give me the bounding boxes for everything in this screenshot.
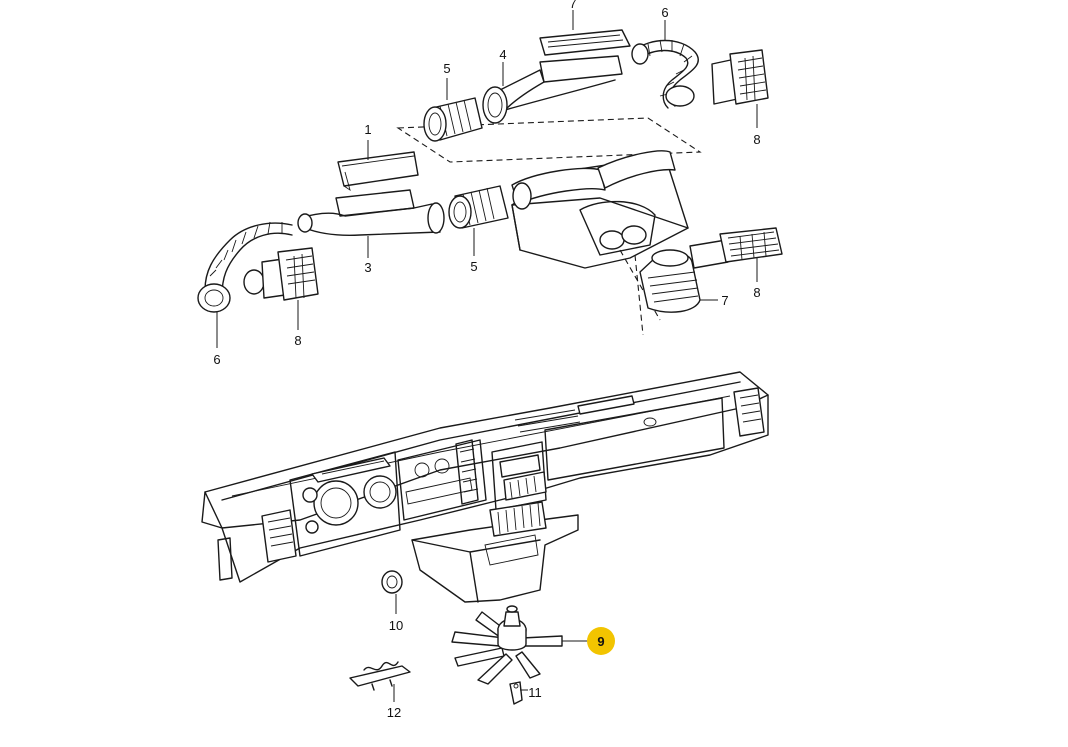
callout-3: 3 bbox=[364, 260, 371, 275]
bellows-lower-part-5 bbox=[448, 185, 509, 229]
dash-vent-right bbox=[733, 387, 765, 437]
dash-vent-left bbox=[261, 509, 297, 563]
callout-1: 1 bbox=[364, 122, 371, 137]
callout-11: 11 bbox=[528, 685, 542, 700]
speaker-grille bbox=[514, 409, 581, 433]
callout-6-left: 6 bbox=[213, 352, 220, 367]
callout-7-top: 7 bbox=[569, 0, 576, 11]
vent-lower-right-part-8 bbox=[689, 227, 783, 269]
callout-10: 10 bbox=[389, 618, 403, 633]
heater-box-top bbox=[511, 150, 689, 269]
grommet-part-10 bbox=[381, 570, 403, 594]
bellows-part-7 bbox=[639, 249, 701, 313]
callout-5-upper: 5 bbox=[443, 61, 450, 76]
bellows-upper-part-5 bbox=[423, 97, 483, 142]
resistor-part-12 bbox=[349, 661, 411, 691]
vent-left-part-8 bbox=[261, 247, 319, 301]
highlight-marker[interactable] bbox=[587, 627, 615, 655]
dashboard bbox=[201, 371, 769, 603]
right-lower-assembly bbox=[639, 227, 783, 313]
dashed-outline-upper bbox=[396, 117, 702, 163]
clip-part-11 bbox=[509, 681, 523, 705]
heater-box-lower bbox=[411, 501, 579, 603]
callout-9-highlighted[interactable]: 9 bbox=[597, 634, 604, 649]
hose-left-part-6 bbox=[197, 221, 293, 313]
callout-8-upper-right: 8 bbox=[753, 132, 760, 147]
callout-7-right: 7 bbox=[721, 293, 728, 308]
callout-4: 4 bbox=[499, 47, 506, 62]
upper-duct-assembly bbox=[396, 29, 769, 336]
top-vent-part-7 bbox=[539, 29, 631, 56]
center-console bbox=[397, 439, 487, 521]
hose-upper-part-6 bbox=[631, 39, 699, 109]
radio-unit bbox=[491, 441, 547, 511]
instrument-cluster bbox=[289, 451, 401, 557]
callout-8-left: 8 bbox=[294, 333, 301, 348]
callout-8-lower-right: 8 bbox=[753, 285, 760, 300]
callout-labels: 7 6 5 4 8 1 3 5 6 8 7 8 10 9 11 12 bbox=[213, 0, 760, 720]
fan-part-9 bbox=[451, 605, 563, 685]
callout-12: 12 bbox=[387, 705, 401, 720]
vent-upper-right-part-8 bbox=[711, 49, 769, 105]
cover-part-1 bbox=[337, 151, 419, 187]
duct-ring-part-4 bbox=[482, 86, 508, 124]
left-duct-assembly bbox=[197, 151, 509, 313]
callout-6-top: 6 bbox=[661, 5, 668, 20]
leader-lines bbox=[216, 10, 758, 702]
center-duct-top bbox=[539, 55, 623, 83]
callout-5-lower: 5 bbox=[470, 259, 477, 274]
